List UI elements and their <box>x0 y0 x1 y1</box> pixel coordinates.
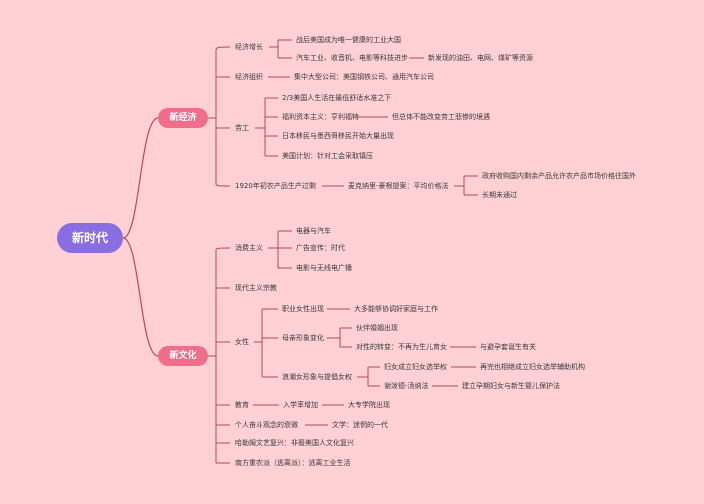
node-economic-org[interactable]: 经济组织 <box>235 73 263 81</box>
node-farm-policy[interactable]: 麦克纳里-豪根提案：平均价格法 <box>348 182 449 190</box>
node-labor-welfare-note[interactable]: 但总体不能改变劳工悲惨的境遇 <box>392 113 490 121</box>
root-node[interactable]: 新时代 <box>57 223 123 253</box>
node-college-note[interactable]: 大专学院出现 <box>348 401 390 409</box>
node-new-economy[interactable]: 新经济 <box>158 108 208 128</box>
node-mother-item-2[interactable]: 对性的转变：不再为生儿育女 <box>356 343 447 351</box>
node-farm-result-2[interactable]: 长期未通过 <box>482 191 517 199</box>
node-growth-tech-note[interactable]: 新发现的油田、电网、煤矿等资源 <box>428 54 533 62</box>
node-education[interactable]: 教育 <box>235 401 249 409</box>
node-new-culture[interactable]: 新文化 <box>158 346 208 366</box>
node-flapper[interactable]: 浪潮女形象与提倡女权 <box>282 373 352 381</box>
node-labor[interactable]: 劳工 <box>235 124 249 132</box>
node-labor-item-2[interactable]: 福利资本主义：亨利福特 <box>282 113 359 121</box>
node-labor-item-4[interactable]: 美国计划：针对工会采取镇压 <box>282 152 373 160</box>
node-org-note[interactable]: 集中大型公司：美国钢铁公司、通用汽车公司 <box>294 73 434 81</box>
node-flapper-item-2[interactable]: 谢泼德-汤纳法 <box>384 382 429 390</box>
node-flapper-note-1[interactable]: 再完也相继成立妇女选举辅助机构 <box>480 363 585 371</box>
node-modernism[interactable]: 现代主义宗教 <box>235 284 277 292</box>
node-growth-item-2[interactable]: 汽车工业、收音机、电影等科技进步 <box>296 54 408 62</box>
node-farm-result-1[interactable]: 政府收购国内剩余产品允许农产品市场价格往国外 <box>482 172 636 180</box>
node-growth-item-1[interactable]: 战后美国成为唯一健康的工业大国 <box>296 36 401 44</box>
node-labor-item-1[interactable]: 2/3美国人生活在最低舒适水准之下 <box>282 94 392 102</box>
node-individualism[interactable]: 个人奋斗观念的衰微 <box>235 421 298 429</box>
node-women[interactable]: 女性 <box>235 338 249 346</box>
node-consumer-item-3[interactable]: 电影与无线电广播 <box>296 264 352 272</box>
node-enrollment[interactable]: 入学率增加 <box>283 401 318 409</box>
node-consumer-item-1[interactable]: 电器与汽车 <box>296 227 331 235</box>
node-economic-growth[interactable]: 经济增长 <box>235 43 263 51</box>
node-southern-agrarians[interactable]: 南方重农派（逃离派）：逃离工业生活 <box>235 459 351 467</box>
node-mother-item-1[interactable]: 伙伴婚姻出现 <box>356 324 398 332</box>
node-working-women-note[interactable]: 大多能够协调好家庭与工作 <box>354 305 438 313</box>
node-mother-sex-note[interactable]: 与避孕套诞生有关 <box>480 343 536 351</box>
node-consumer-item-2[interactable]: 广告宣传：时代 <box>296 244 345 252</box>
node-flapper-item-1[interactable]: 妇女成立妇女选举权 <box>384 363 447 371</box>
node-labor-item-3[interactable]: 日本移民与墨西哥移民开始大量出现 <box>282 132 394 140</box>
node-farm-surplus[interactable]: 1920年初农产品生产过剩 <box>235 182 316 190</box>
node-flapper-note-2[interactable]: 建立孕期妇女与新生婴儿保护法 <box>462 382 560 390</box>
node-harlem[interactable]: 哈勒姆文艺复兴：非裔美国人文化复兴 <box>235 439 354 447</box>
node-mother-image[interactable]: 母亲形象变化 <box>282 334 324 342</box>
node-lost-generation[interactable]: 文学：迷惘的一代 <box>332 421 388 429</box>
node-working-women[interactable]: 职业女性出现 <box>282 305 324 313</box>
node-consumerism[interactable]: 消费主义 <box>235 244 263 252</box>
